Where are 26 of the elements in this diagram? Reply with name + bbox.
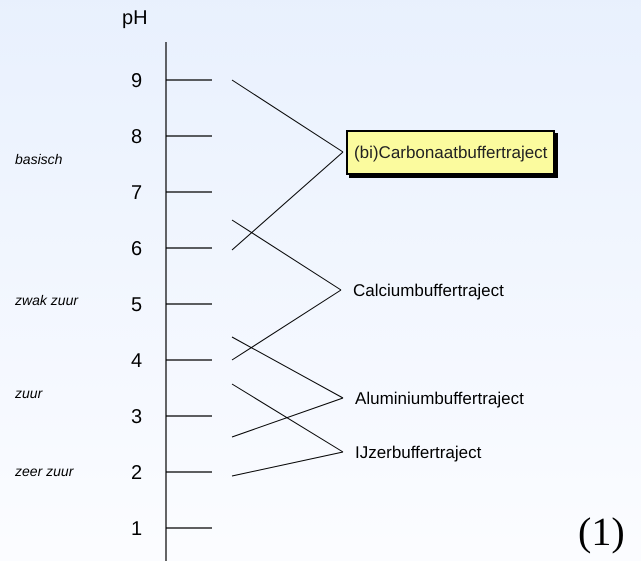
ph-value: 1 — [131, 519, 142, 539]
range-label: Calciumbuffertraject — [341, 280, 504, 300]
figure-number: (1) — [578, 512, 625, 552]
ph-value: 7 — [131, 183, 142, 203]
bracket-line — [232, 384, 344, 452]
bracket-line — [232, 398, 344, 438]
range-name: zeer zuur — [15, 464, 74, 478]
range-name: zuur — [15, 386, 42, 400]
bracket-line — [232, 220, 342, 290]
range-name: basisch — [15, 152, 62, 166]
ph-value: 2 — [131, 463, 142, 483]
bracket-line — [232, 452, 344, 476]
ph-value: 5 — [131, 295, 142, 315]
ph-value: 4 — [131, 351, 142, 371]
bracket-line — [232, 336, 344, 398]
ph-value: 8 — [131, 127, 142, 147]
ph-value: 6 — [131, 239, 142, 259]
ph-value: 3 — [131, 407, 142, 427]
range-label: Aluminiumbuffertraject — [343, 388, 524, 408]
ph-value: 9 — [131, 71, 142, 91]
bracket-line — [232, 152, 344, 250]
range-label: IJzerbuffertraject — [343, 442, 482, 462]
bracket-line — [232, 80, 344, 152]
bracket-line — [232, 290, 342, 360]
range-name: zwak zuur — [15, 293, 78, 307]
axis-title: pH — [122, 8, 148, 28]
